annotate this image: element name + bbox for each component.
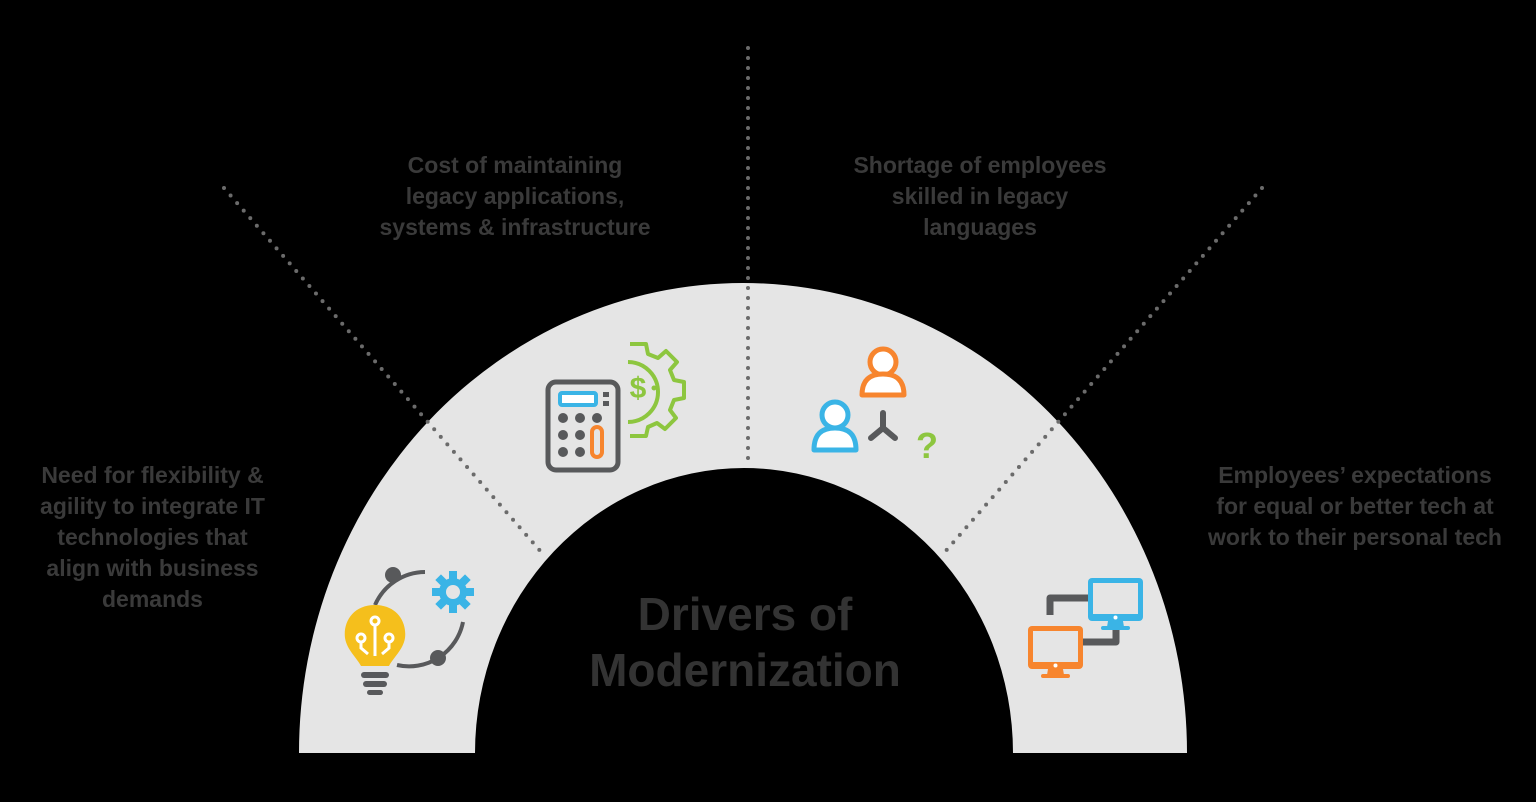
divider-right: [942, 186, 1264, 555]
driver-label-cost: Cost of maintaining legacy applications,…: [379, 152, 651, 240]
driver-label-flexibility: Need for flexibility & agility to integr…: [40, 462, 265, 612]
lightbulb-gear-cycle-icon: [344, 567, 474, 695]
svg-text:$: $: [630, 372, 647, 405]
svg-text:?: ?: [916, 425, 938, 466]
diagram-title: Drivers of Modernization: [589, 588, 901, 696]
divider-left: [222, 186, 544, 555]
connected-monitors-icon: [1028, 578, 1143, 678]
driver-label-expectations: Employees’ expectations for equal or bet…: [1208, 462, 1502, 550]
people-question-icon: ?: [811, 346, 938, 466]
arc-band: [299, 283, 1187, 753]
driver-label-shortage: Shortage of employees skilled in legacy …: [853, 152, 1107, 240]
calculator-dollar-gear-icon: $: [545, 342, 686, 473]
